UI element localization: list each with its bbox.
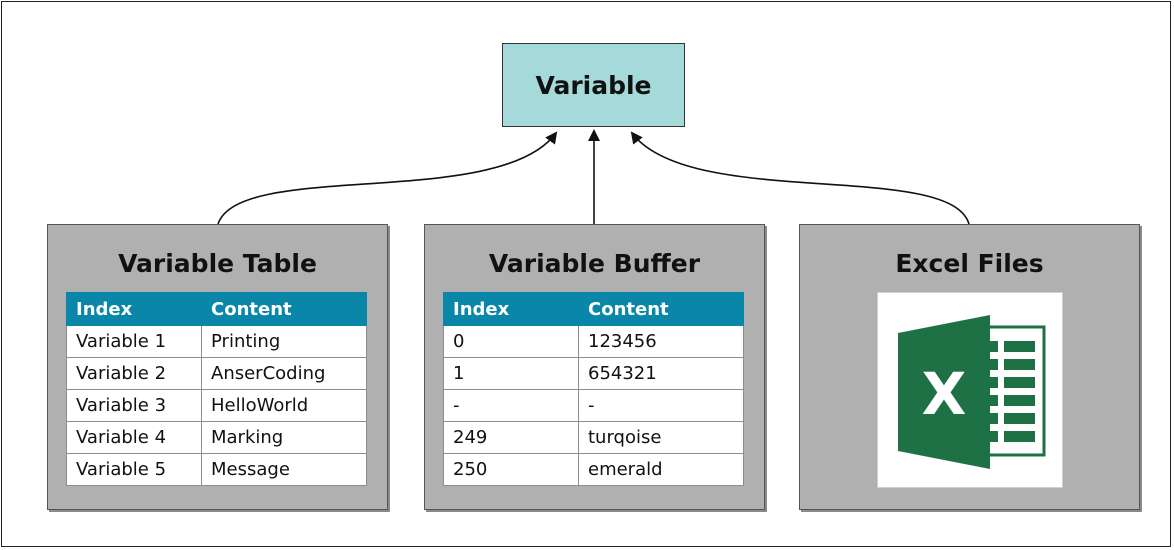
table-cell: 0 <box>443 325 579 358</box>
table-header-row: Index Content <box>66 292 367 326</box>
variable-node: Variable <box>502 43 685 127</box>
table-cell: 123456 <box>578 325 744 358</box>
column-header: Index <box>443 292 579 326</box>
column-header: Index <box>66 292 202 326</box>
table-row: Variable 2 AnserCoding <box>66 357 367 390</box>
table-cell: - <box>578 389 744 422</box>
panel-title: Variable Table <box>118 249 317 278</box>
table-cell: Message <box>201 453 367 486</box>
excel-icon-letter: X <box>922 360 967 428</box>
table-row: - - <box>443 389 744 422</box>
table-cell: - <box>443 389 579 422</box>
arrow-excel-files-to-variable <box>630 131 970 225</box>
table-row: 250 emerald <box>443 453 744 486</box>
table-row: Variable 1 Printing <box>66 325 367 358</box>
excel-icon: X <box>877 292 1063 488</box>
table-cell: Variable 4 <box>66 421 202 454</box>
table-header-row: Index Content <box>443 292 744 326</box>
table-cell: 1 <box>443 357 579 390</box>
excel-files-panel: Excel Files X <box>799 224 1140 510</box>
panel-title: Variable Buffer <box>488 249 701 278</box>
table-cell: Marking <box>201 421 367 454</box>
table-cell: HelloWorld <box>201 389 367 422</box>
panel-title: Excel Files <box>895 249 1044 278</box>
column-header: Content <box>578 292 744 326</box>
table-cell: emerald <box>578 453 744 486</box>
arrow-variable-table-to-variable <box>217 131 558 225</box>
table-cell: Variable 5 <box>66 453 202 486</box>
table-cell: turqoise <box>578 421 744 454</box>
table-cell: 249 <box>443 421 579 454</box>
table-cell: Variable 2 <box>66 357 202 390</box>
table-row: 1 654321 <box>443 357 744 390</box>
variable-table-panel: Variable Table Index Content Variable 1 … <box>47 224 388 510</box>
table-cell: Printing <box>201 325 367 358</box>
table-row: Variable 3 HelloWorld <box>66 389 367 422</box>
table-row: Variable 5 Message <box>66 453 367 486</box>
table-cell: 250 <box>443 453 579 486</box>
table-row: Variable 4 Marking <box>66 421 367 454</box>
table-row: 249 turqoise <box>443 421 744 454</box>
table-cell: Variable 1 <box>66 325 202 358</box>
variable-table: Index Content Variable 1 Printing Variab… <box>66 292 367 486</box>
variable-buffer-table: Index Content 0 123456 1 654321 - - 249 … <box>443 292 744 486</box>
table-cell: Variable 3 <box>66 389 202 422</box>
column-header: Content <box>201 292 367 326</box>
table-cell: AnserCoding <box>201 357 367 390</box>
variable-buffer-panel: Variable Buffer Index Content 0 123456 1… <box>424 224 765 510</box>
table-row: 0 123456 <box>443 325 744 358</box>
variable-node-label: Variable <box>535 70 652 100</box>
table-cell: 654321 <box>578 357 744 390</box>
